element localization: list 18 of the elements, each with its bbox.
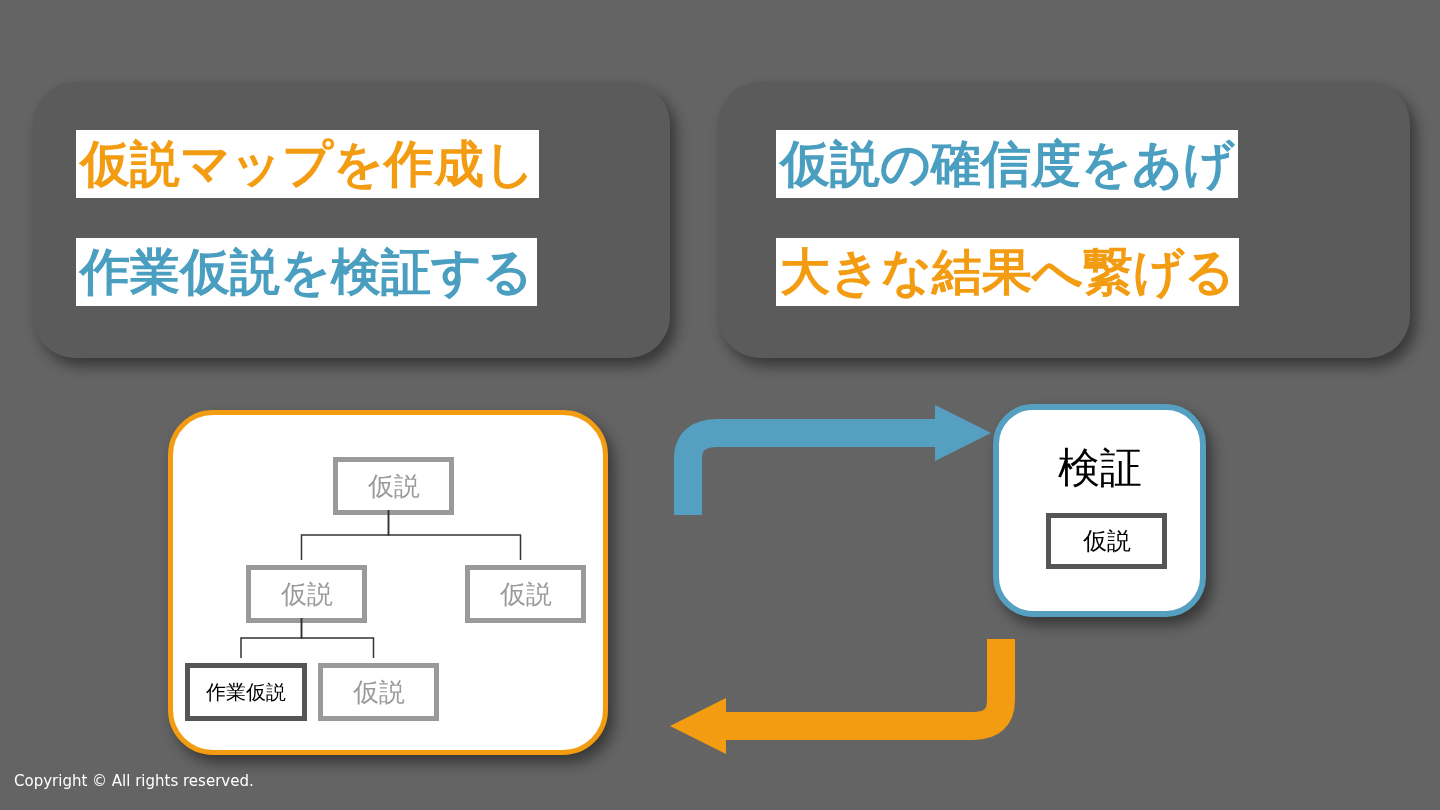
hypothesis-map-box [168,410,608,755]
hypothesis-box: 仮説 [318,663,439,721]
hypothesis-box: 仮説 [465,565,586,623]
highlighted-heading: 作業仮説を検証する [76,238,537,306]
verification-box [993,404,1206,617]
tree-connector [300,617,375,659]
text-panel [718,82,1410,358]
box-heading: 検証 [1056,442,1143,494]
text-panel [33,82,670,358]
highlighted-heading: 大きな結果へ繋げる [776,238,1239,306]
hypothesis-box: 仮説 [246,565,367,623]
highlighted-heading: 仮説マップを作成し [76,130,539,198]
copyright-notice: Copyright © All rights reserved. [14,772,254,790]
highlighted-heading: 仮説の確信度をあげ [776,130,1238,198]
hypothesis-box: 仮説 [1046,513,1167,569]
hypothesis-box: 作業仮説 [185,663,307,721]
tree-connector [387,509,522,561]
hypothesis-box: 仮説 [333,457,454,515]
